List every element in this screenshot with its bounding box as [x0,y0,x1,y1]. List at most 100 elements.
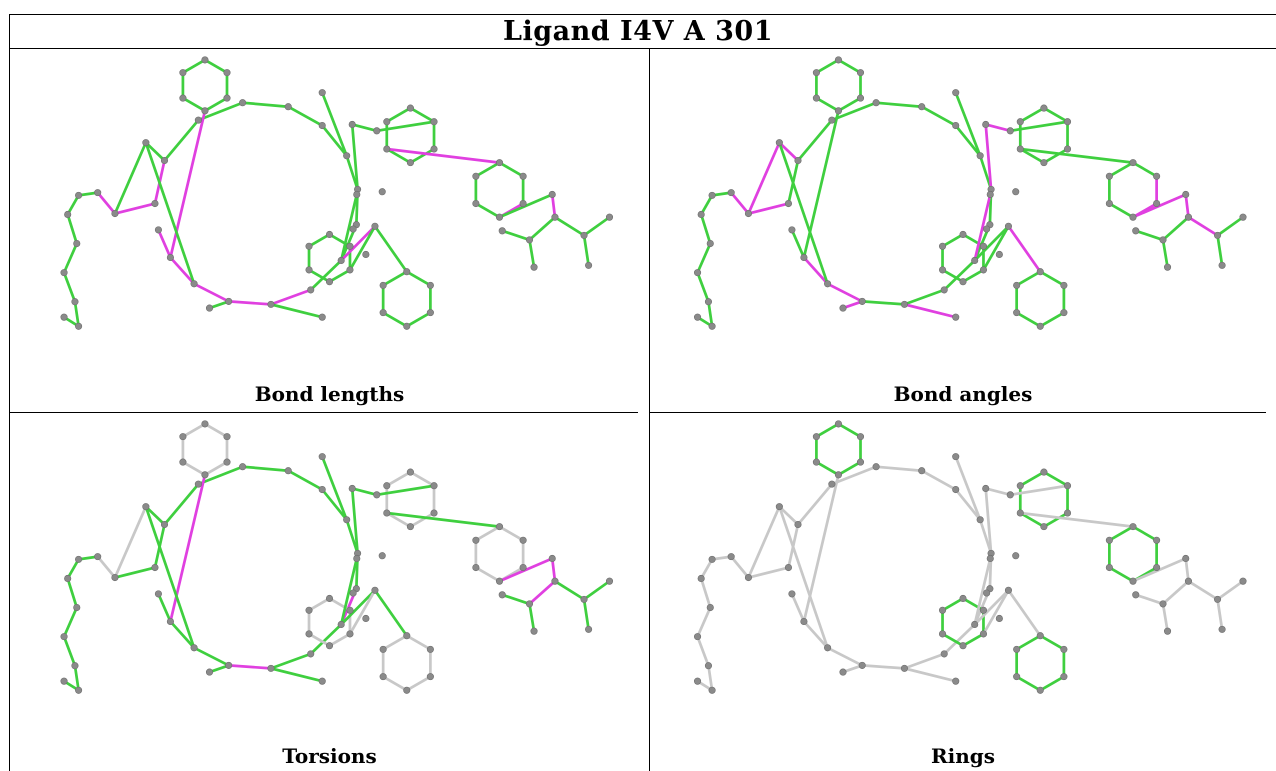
atom-torsions-K5 [530,627,538,635]
atom-angles-Q4 [1016,145,1024,153]
bond-torsions-34 [405,634,432,651]
atom-angles-M13 [824,280,832,288]
bond-torsions-14 [157,592,172,623]
bond-lengths-67 [582,215,611,237]
atom-torsions-sub5 [371,586,379,594]
atom-angles-Q1 [1063,118,1072,126]
bond-angles-11 [860,300,906,306]
atom-torsions-sb1 [111,573,119,582]
bond-lengths-66 [553,215,586,237]
atom-torsions-K2 [551,577,559,585]
atom-rings-sb3 [727,553,735,561]
atom-angles-Q0 [1040,104,1048,112]
atom-torsions-sb8 [75,686,83,694]
atom-rings-R2 [1153,563,1161,572]
bond-lengths-42 [328,268,352,284]
atom-rings-S2 [1060,673,1068,681]
bond-rings-28 [1131,525,1158,542]
atom-angles-K3 [1159,236,1167,244]
atom-torsions-M12 [225,661,233,669]
atom-lengths-P5 [179,69,187,77]
atom-lengths-sub2 [318,313,326,321]
bond-torsions-73 [373,588,409,638]
atom-torsions-U1 [346,606,354,614]
bond-rings-50 [699,558,714,580]
bond-lengths-10 [269,288,313,306]
atom-lengths-M14 [166,253,174,262]
bond-rings-47 [747,505,781,579]
atom-angles-S0 [1036,268,1044,276]
bond-lengths-34 [405,270,432,287]
bond-lengths-52 [62,242,79,274]
atom-rings-K7 [1239,577,1247,585]
bond-angles-71 [973,224,1010,262]
atom-rings-K8 [1218,625,1226,633]
atom-torsions-sub1 [205,668,214,676]
atom-torsions-sb0 [142,503,150,511]
bond-lengths-45 [307,233,331,248]
bond-angles-40 [961,233,985,248]
bond-torsions-10 [269,652,313,670]
bond-angles-53 [696,271,710,304]
bond-angles-56 [778,141,800,162]
bond-lengths-20 [181,58,207,74]
atom-torsions-S1 [426,645,434,653]
atom-rings-R4 [1105,563,1113,572]
atom-angles-sub2 [952,313,960,321]
atom-rings-M3 [872,463,880,471]
bond-lengths-13 [169,256,196,286]
bond-torsions-24 [409,511,436,528]
atom-lengths-M15 [154,226,162,234]
atom-rings-sub6 [983,589,991,597]
atom-torsions-K6 [580,595,588,603]
bond-torsions-72 [348,588,377,636]
border-left [9,14,10,771]
atom-lengths-M12 [225,297,233,305]
bond-rings-15 [837,422,862,438]
atom-torsions-sb5 [73,603,81,612]
bond-torsions-40 [328,597,352,612]
atom-torsions-M9 [337,620,345,629]
atom-torsions-K3 [525,600,534,608]
bond-rings-54 [707,664,714,692]
atom-rings-R0 [1129,523,1137,531]
atom-torsions-R2 [519,563,527,572]
atom-lengths-S3 [403,322,411,330]
atom-rings-R5 [1105,536,1113,544]
bond-rings-61 [1131,557,1188,583]
atom-rings-Q0 [1040,468,1048,476]
atom-torsions-P0 [201,420,209,428]
bond-angles-13 [802,256,829,286]
bond-angles-18 [815,96,840,113]
atom-torsions-R5 [472,536,480,544]
bond-rings-48 [729,555,750,579]
bond-lengths-11 [227,300,273,306]
atom-torsions-Q2 [430,509,438,517]
bond-torsions-56 [144,505,166,526]
bond-lengths-40 [328,233,352,248]
atom-rings-sb9 [693,677,702,685]
atom-lengths-L2 [373,127,381,135]
atom-torsions-K8 [585,625,593,633]
bond-rings-39 [1015,634,1042,651]
atom-torsions-M4 [284,467,292,475]
bond-torsions-11 [227,664,273,670]
atom-angles-L2 [1006,127,1014,135]
bond-angles-5 [954,124,982,158]
bond-rings-31 [1108,566,1135,583]
atom-torsions-U0 [325,594,334,602]
atom-rings-sb6 [693,633,702,641]
bond-angles-2 [830,101,878,122]
bond-lengths-36 [405,311,432,328]
bond-torsions-52 [62,606,79,638]
atom-rings-Q3 [1040,523,1048,531]
atom-lengths-P1 [223,69,231,77]
atom-rings-S1 [1060,645,1068,653]
atom-lengths-sb1 [111,209,119,218]
atom-rings-K4 [1132,591,1140,599]
atom-rings-P0 [834,420,842,428]
atom-torsions-P4 [179,458,187,466]
bond-torsions-45 [307,597,331,612]
atom-rings-S3 [1036,686,1044,694]
bond-angles-58 [984,123,1012,133]
